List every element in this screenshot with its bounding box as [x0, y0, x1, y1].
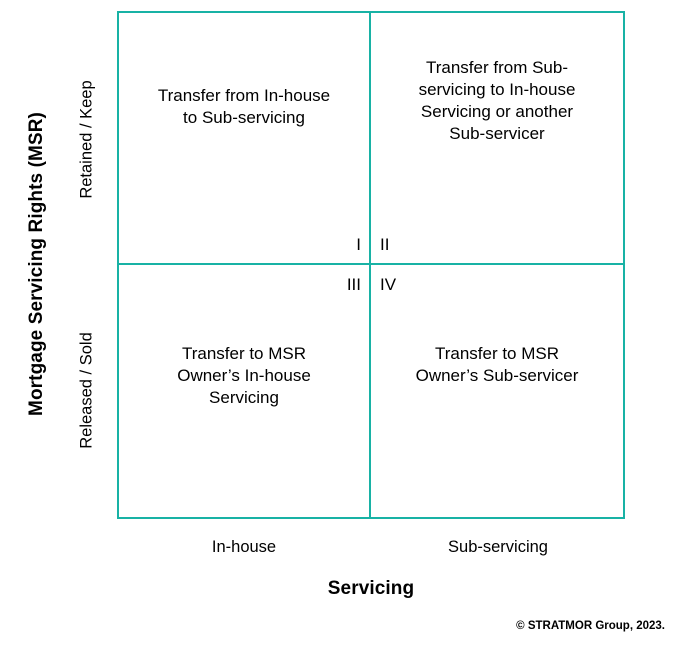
copyright-notice: © STRATMOR Group, 2023. — [516, 620, 665, 632]
quadrant-3-numeral: III — [346, 275, 361, 294]
quadrant-3-cell: Transfer to MSR Owner’s In-house Servici… — [119, 265, 371, 517]
quadrant-2-cell: Transfer from Sub-servicing to In-house … — [371, 13, 623, 265]
matrix-grid: Transfer from In-house to Sub-servicing … — [117, 11, 625, 519]
x-axis-tick-sub-servicing: Sub-servicing — [448, 538, 548, 556]
y-axis-tick-released-sold: Released / Sold — [77, 332, 96, 449]
quadrant-2-numeral: II — [380, 235, 390, 254]
quadrant-2-text: Transfer from Sub-servicing to In-house … — [418, 58, 576, 144]
x-axis-tick-in-house: In-house — [211, 538, 277, 556]
y-axis-title: Mortgage Servicing Rights (MSR) — [26, 112, 47, 416]
quadrant-1-cell: Transfer from In-house to Sub-servicing … — [119, 13, 371, 265]
quadrant-3-text: Transfer to MSR Owner’s In-house Servici… — [177, 344, 311, 408]
quadrant-1-numeral: I — [356, 235, 361, 254]
x-axis-title: Servicing — [327, 578, 415, 599]
quadrant-4-cell: Transfer to MSR Owner’s Sub-servicer IV — [371, 265, 623, 517]
quadrant-4-numeral: IV — [380, 275, 397, 294]
quadrant-1-text: Transfer from In-house to Sub-servicing — [157, 86, 331, 128]
y-axis-tick-retained-keep: Retained / Keep — [77, 80, 96, 199]
quadrant-4-text: Transfer to MSR Owner’s Sub-servicer — [415, 344, 579, 386]
